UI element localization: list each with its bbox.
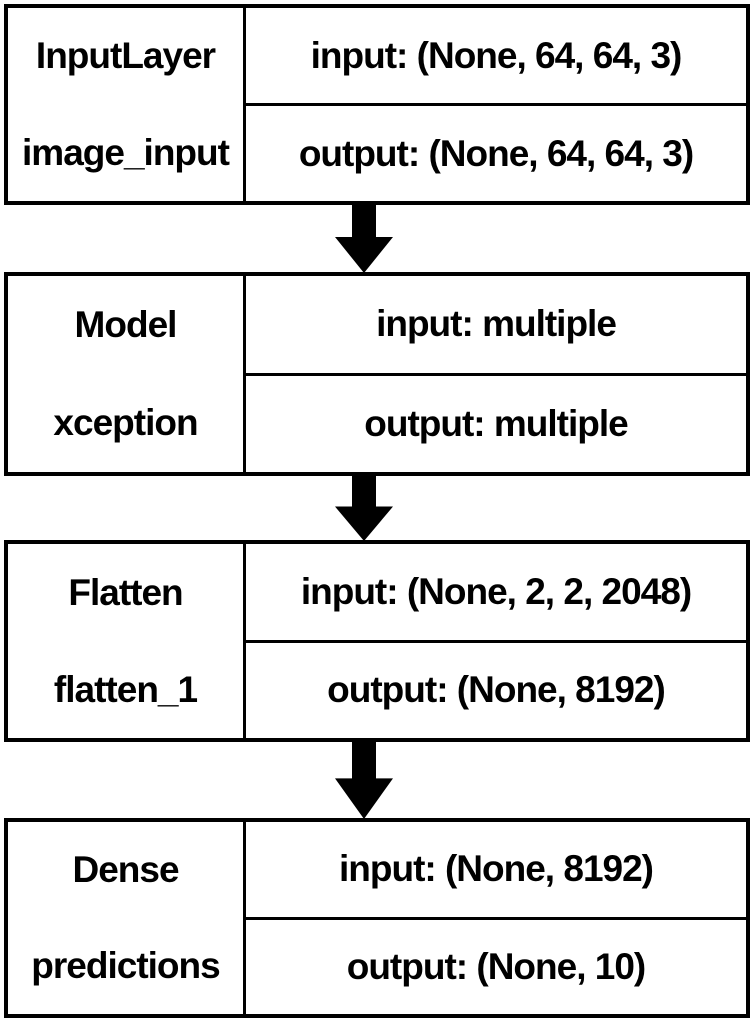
- layer-io-cell: input: multiple output: multiple: [246, 276, 746, 472]
- arrow-down-icon: [335, 740, 393, 819]
- layer-type-label: Flatten: [68, 571, 183, 613]
- layer-io-cell: input: (None, 2, 2, 2048) output: (None,…: [246, 544, 746, 738]
- layer-name-label: image_input: [22, 131, 230, 173]
- layer-node-model: Model xception input: multiple output: m…: [4, 272, 750, 476]
- layer-node-dense: Dense predictions input: (None, 8192) ou…: [4, 818, 750, 1018]
- layer-node-inputlayer: InputLayer image_input input: (None, 64,…: [4, 4, 750, 205]
- layer-name-label: xception: [53, 402, 198, 443]
- layer-input-shape: input: (None, 2, 2, 2048): [246, 544, 746, 643]
- layer-title-cell: Model xception: [8, 276, 246, 472]
- layer-output-shape: output: (None, 64, 64, 3): [298, 132, 694, 174]
- layer-output-shape: output: (None, 8192): [327, 669, 666, 711]
- layer-title-cell: Flatten flatten_1: [8, 544, 246, 738]
- layer-name-label: predictions: [31, 945, 220, 986]
- layer-title-cell: InputLayer image_input: [8, 8, 246, 201]
- layer-io-cell: input: (None, 64, 64, 3) output: (None, …: [246, 8, 746, 201]
- layer-io-cell: input: (None, 8192) output: (None, 10): [246, 822, 746, 1014]
- layer-type-label: Model: [74, 304, 178, 345]
- layer-input-shape: input: multiple: [246, 276, 746, 376]
- layer-input-shape: input: (None, 64, 64, 3): [246, 8, 746, 106]
- layer-output-shape: output: (None, 10): [346, 945, 647, 987]
- arrow-down-icon: [335, 474, 393, 541]
- layer-name-label: flatten_1: [53, 668, 198, 710]
- layer-input-shape: input: (None, 8192): [246, 822, 746, 920]
- arrow-down-icon: [335, 203, 393, 273]
- layer-type-label: Dense: [72, 849, 179, 890]
- layer-output-shape: output: multiple: [364, 402, 629, 444]
- layer-node-flatten: Flatten flatten_1 input: (None, 2, 2, 20…: [4, 540, 750, 742]
- layer-type-label: InputLayer: [35, 35, 216, 77]
- layer-title-cell: Dense predictions: [8, 822, 246, 1014]
